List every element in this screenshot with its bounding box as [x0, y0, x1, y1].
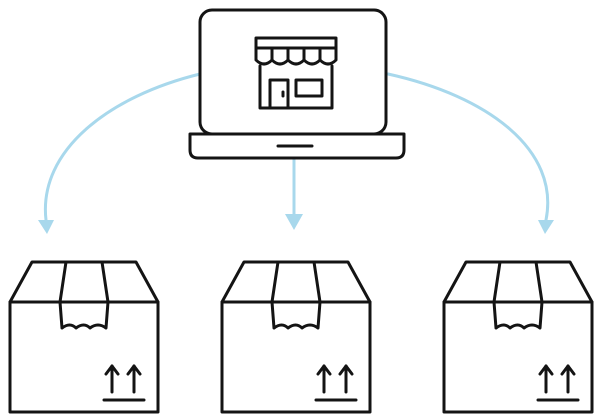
shipping-box-icon: [442, 260, 594, 414]
shipping-box-middle: [220, 260, 372, 414]
arrow-left-shaft: [43, 72, 202, 222]
laptop-with-storefront-icon: [188, 8, 406, 160]
arrow-right: [386, 72, 554, 234]
arrow-middle: [285, 158, 303, 230]
arrow-left: [38, 72, 202, 234]
laptop-base: [188, 132, 406, 160]
arrow-middle-head: [285, 214, 303, 230]
arrow-left-head: [38, 220, 54, 234]
storefront-icon: [254, 36, 338, 110]
shipping-box-icon: [220, 260, 372, 414]
arrow-right-head: [538, 220, 554, 234]
arrow-right-shaft: [386, 72, 550, 222]
shipping-box-right: [442, 260, 594, 414]
shipping-box-left: [8, 260, 160, 414]
laptop-screen: [198, 8, 388, 136]
shipping-box-icon: [8, 260, 160, 414]
